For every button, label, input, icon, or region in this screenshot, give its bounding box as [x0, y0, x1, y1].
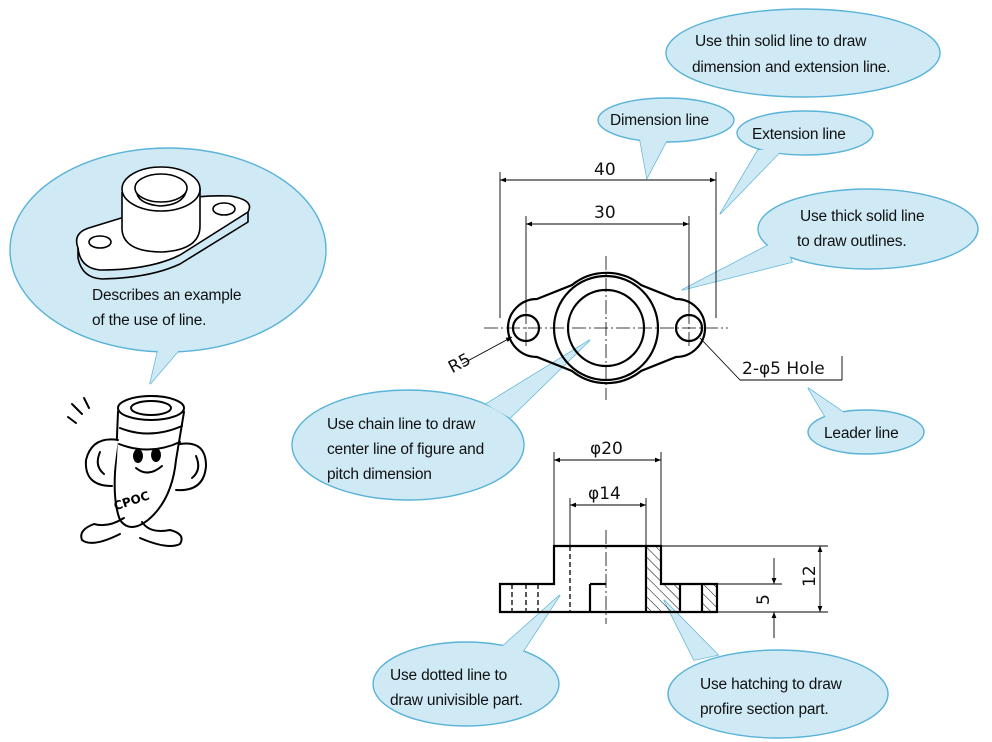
dimension-phi14-label: φ14 [588, 484, 621, 504]
bubble-extension-line: Extension line [719, 110, 874, 215]
bubble-describes-line2: of the use of line. [92, 312, 206, 329]
bubble-hatching-line2: profire section part. [700, 701, 828, 718]
bubble-thin-solid-line1: Use thin solid line to draw [695, 33, 867, 50]
hole-callout-label: 2-φ5 Hole [742, 359, 825, 379]
hatched-section-boss [646, 546, 680, 612]
bubble-thin-solid-line2: dimension and extension line. [692, 59, 890, 76]
bubble-describes-line1: Describes an example [92, 287, 241, 304]
bubble-dotted-line-line1: Use dotted line to [390, 667, 507, 684]
dimension-5-label: 5 [754, 594, 774, 605]
bubble-chain-line-line2: center line of figure and [327, 441, 484, 458]
boss-outer-circle [552, 274, 660, 382]
left-hole [511, 313, 541, 343]
dimension-12-label: 12 [800, 565, 820, 587]
top-view: 40 30 R5 2-φ5 Hole [445, 160, 843, 400]
bubble-dotted-line-line2: draw univisible part. [390, 692, 523, 709]
bubble-thick-solid-line2: to draw outlines. [797, 233, 906, 250]
mascot-figure [67, 395, 207, 547]
bubble-dimension-line-text: Dimension line [610, 112, 709, 129]
bubble-hatching-line1: Use hatching to draw [700, 676, 843, 693]
section-view: φ20 φ14 12 5 [498, 439, 828, 638]
section-outline [498, 544, 719, 614]
r5-label: R5 [445, 350, 474, 378]
bubble-thick-solid: Use thick solid line to draw outlines. [681, 188, 979, 291]
hatched-section-flange [702, 584, 717, 612]
dimension-30-label: 30 [594, 203, 616, 223]
right-hole [674, 313, 704, 343]
bubble-leader-line-text: Leader line [824, 425, 899, 442]
flange-outline [506, 271, 707, 385]
boss-inner-circle [566, 288, 646, 368]
dimension-40-label: 40 [594, 160, 616, 180]
bubble-extension-line-text: Extension line [752, 126, 846, 143]
bubble-chain-line-line3: pitch dimension [327, 466, 432, 483]
bubble-chain-line: Use chain line to draw center line of fi… [291, 339, 591, 501]
bubble-dimension-line: Dimension line [597, 97, 735, 181]
bubble-hatching: Use hatching to draw profire section par… [663, 599, 889, 739]
bubble-dotted-line: Use dotted line to draw univisible part. [372, 594, 561, 727]
bubble-thin-solid: Use thin solid line to draw dimension an… [665, 8, 941, 98]
bubble-thick-solid-line1: Use thick solid line [800, 208, 924, 225]
bubble-chain-line-line1: Use chain line to draw [327, 416, 476, 433]
isometric-part-sketch [75, 166, 251, 280]
dimension-phi20-label: φ20 [590, 439, 623, 459]
bubble-leader-line: Leader line [807, 387, 925, 455]
r5-leader [461, 336, 513, 365]
hole-leader-line [699, 337, 741, 381]
